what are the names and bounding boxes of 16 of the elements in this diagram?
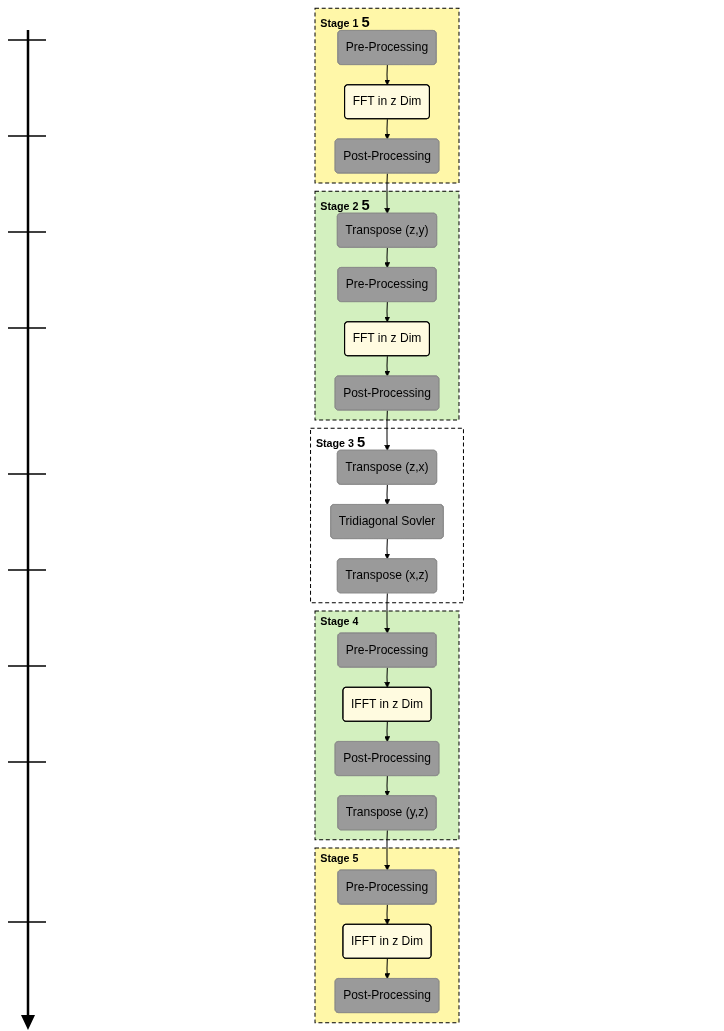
arrow (384, 355, 391, 377)
arrow (384, 64, 391, 86)
arrow (384, 247, 391, 269)
arrow (384, 958, 391, 980)
arrow (384, 172, 391, 214)
arrow (384, 829, 391, 871)
arrow (384, 484, 391, 506)
arrow (384, 667, 391, 688)
arrow (384, 301, 391, 323)
arrow (384, 904, 391, 925)
arrow (384, 409, 391, 451)
arrow (384, 721, 391, 743)
arrow (384, 775, 391, 797)
arrow (384, 118, 391, 140)
arrow (384, 592, 391, 634)
arrow (384, 538, 391, 560)
